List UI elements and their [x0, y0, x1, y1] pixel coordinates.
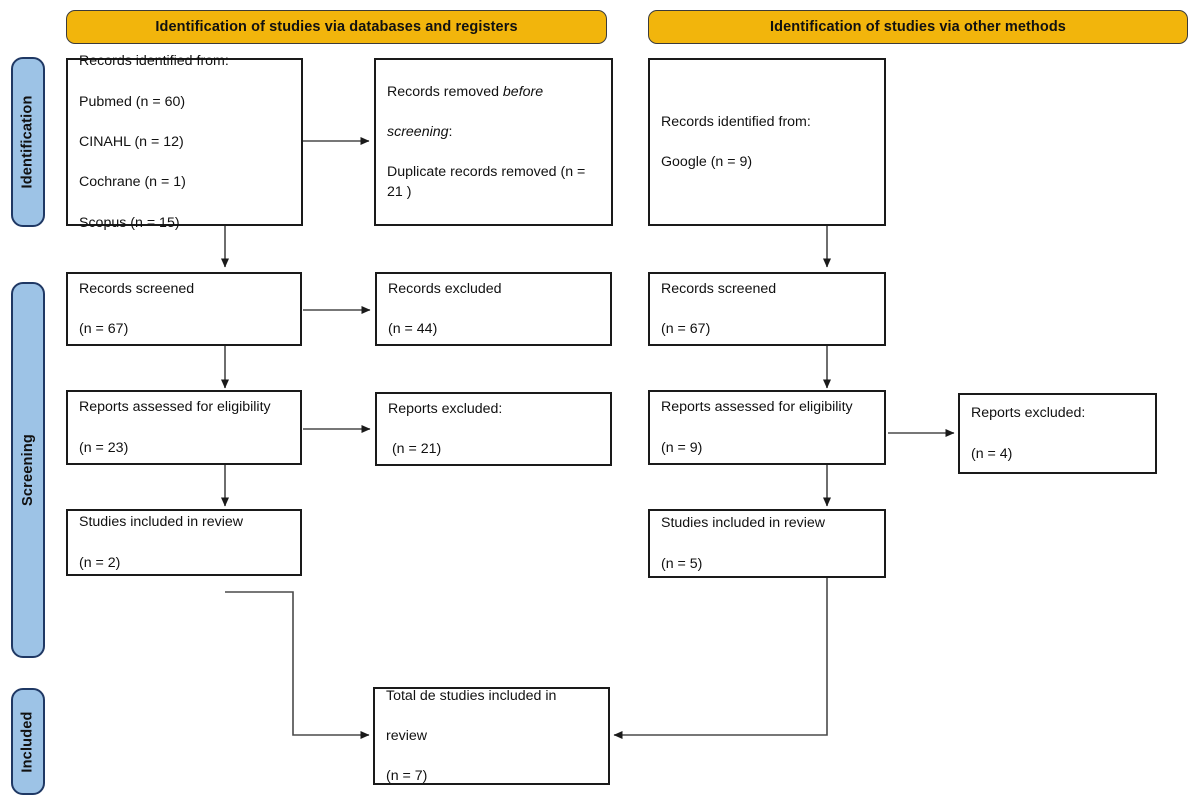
- reports-excluded-right-line1: Reports excluded:: [971, 405, 1086, 422]
- total-included-line3: (n = 7): [386, 768, 428, 785]
- box-records-excluded-left: Records excluded (n = 44): [375, 272, 612, 346]
- studies-included-left-line2: (n = 2): [79, 554, 121, 571]
- records-screened-right-line1: Records screened: [661, 280, 777, 297]
- reports-excluded-right-line2: (n = 4): [971, 445, 1013, 462]
- box-records-identified-other: Records identified from: Google (n = 9): [648, 58, 886, 226]
- records-screened-left-line2: (n = 67): [79, 321, 129, 338]
- studies-included-right-line2: (n = 5): [661, 555, 703, 572]
- banner-other-methods: Identification of studies via other meth…: [648, 10, 1188, 44]
- reports-assessed-left-line1: Reports assessed for eligibility: [79, 399, 271, 416]
- total-included-line2: review: [386, 727, 427, 744]
- records-removed-line1: Records removed before: [387, 82, 600, 102]
- studies-included-right-line1: Studies included in review: [661, 515, 826, 532]
- stage-bar-included: Included: [11, 688, 45, 795]
- box-reports-assessed-right: Reports assessed for eligibility (n = 9): [648, 390, 886, 465]
- records-removed-em-before: before: [502, 83, 544, 100]
- box-reports-assessed-left: Reports assessed for eligibility (n = 23…: [66, 390, 302, 465]
- reports-assessed-left-line2: (n = 23): [79, 439, 129, 456]
- reports-excluded-left-line2: (n = 21): [388, 441, 442, 458]
- records-identified-db-line2: Pubmed (n = 60): [79, 93, 186, 110]
- box-studies-included-right: Studies included in review (n = 5): [648, 509, 886, 578]
- records-identified-other-line1: Records identified from:: [661, 113, 811, 130]
- records-excluded-left-line1: Records excluded: [388, 280, 502, 297]
- banner-databases-registers: Identification of studies via databases …: [66, 10, 607, 44]
- records-removed-prefix: Records removed: [387, 83, 503, 100]
- records-excluded-left-line2: (n = 44): [388, 321, 438, 338]
- box-records-identified-databases: Records identified from: Pubmed (n = 60)…: [66, 53, 303, 231]
- box-records-screened-left: Records screened (n = 67): [66, 272, 302, 346]
- records-screened-left-line1: Records screened: [79, 280, 195, 297]
- box-records-removed-before-screening: Records removed before screening: Duplic…: [374, 58, 613, 226]
- records-removed-line3: Duplicate records removed (n = 21 ): [387, 164, 586, 201]
- records-identified-db-line5: Scopus (n = 15): [79, 214, 180, 231]
- box-reports-excluded-left: Reports excluded: (n = 21): [375, 392, 612, 466]
- stage-label-identification: Identification: [20, 95, 36, 189]
- records-removed-line2: screening:: [387, 122, 600, 142]
- reports-assessed-right-line2: (n = 9): [661, 439, 703, 456]
- reports-excluded-left-line1: Reports excluded:: [388, 400, 503, 417]
- box-reports-excluded-right: Reports excluded: (n = 4): [958, 393, 1157, 474]
- stage-label-included: Included: [20, 710, 36, 773]
- edge-includedright-to-total: [613, 578, 828, 739]
- box-studies-included-left: Studies included in review (n = 2): [66, 509, 302, 576]
- stage-bar-identification: Identification: [11, 57, 45, 227]
- banner-databases-label: Identification of studies via databases …: [155, 19, 518, 35]
- records-removed-colon: :: [448, 123, 453, 140]
- reports-assessed-right-line1: Reports assessed for eligibility: [661, 399, 853, 416]
- records-removed-em-screening: screening: [387, 123, 449, 140]
- banner-other-label: Identification of studies via other meth…: [770, 19, 1066, 35]
- edge-includedleft-to-total: [225, 591, 370, 739]
- records-identified-db-line4: Cochrane (n = 1): [79, 174, 186, 191]
- box-records-screened-right: Records screened (n = 67): [648, 272, 886, 346]
- studies-included-left-line1: Studies included in review: [79, 514, 244, 531]
- records-identified-db-line3: CINAHL (n = 12): [79, 133, 184, 150]
- records-identified-db-line1: Records identified from:: [79, 53, 229, 70]
- total-included-line1: Total de studies included in: [386, 687, 557, 704]
- box-total-studies-included: Total de studies included in review (n =…: [373, 687, 610, 785]
- records-screened-right-line2: (n = 67): [661, 321, 711, 338]
- stage-label-screening: Screening: [20, 434, 37, 506]
- records-identified-other-line2: Google (n = 9): [661, 154, 753, 171]
- stage-bar-screening: Screening: [11, 282, 45, 658]
